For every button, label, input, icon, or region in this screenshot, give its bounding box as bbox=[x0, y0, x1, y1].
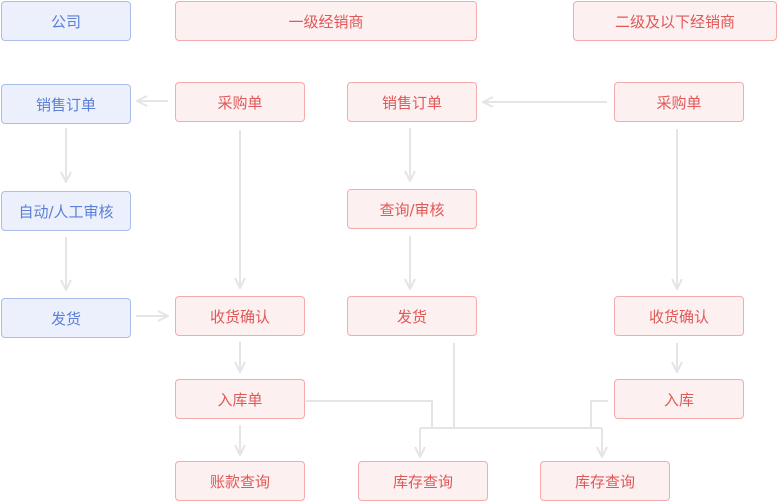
l1-purchase-order[interactable]: 采购单 bbox=[175, 82, 305, 122]
l1-account-query[interactable]: 账款查询 bbox=[175, 461, 305, 501]
l1-inventory-query[interactable]: 库存查询 bbox=[358, 461, 488, 501]
company-ship[interactable]: 发货 bbox=[1, 298, 131, 338]
company-review[interactable]: 自动/人工审核 bbox=[1, 191, 131, 231]
line-stockin-order-merge bbox=[306, 400, 433, 428]
header-level1-dealer: 一级经销商 bbox=[175, 1, 477, 41]
line-l2-stockin-merge bbox=[590, 400, 608, 428]
company-sales-order[interactable]: 销售订单 bbox=[1, 84, 131, 124]
l1-ship[interactable]: 发货 bbox=[347, 296, 477, 336]
l1-receipt-confirm[interactable]: 收货确认 bbox=[175, 296, 305, 336]
header-company: 公司 bbox=[1, 1, 131, 41]
l2-stock-in[interactable]: 入库 bbox=[614, 379, 744, 419]
header-level2-dealer: 二级及以下经销商 bbox=[573, 1, 777, 41]
l2-purchase-order[interactable]: 采购单 bbox=[614, 82, 744, 122]
l2-inventory-query[interactable]: 库存查询 bbox=[540, 461, 670, 501]
l2-receipt-confirm[interactable]: 收货确认 bbox=[614, 296, 744, 336]
l1-sales-order[interactable]: 销售订单 bbox=[347, 82, 477, 122]
l1-stock-in-order[interactable]: 入库单 bbox=[175, 379, 305, 419]
l1-query-review[interactable]: 查询/审核 bbox=[347, 189, 477, 229]
